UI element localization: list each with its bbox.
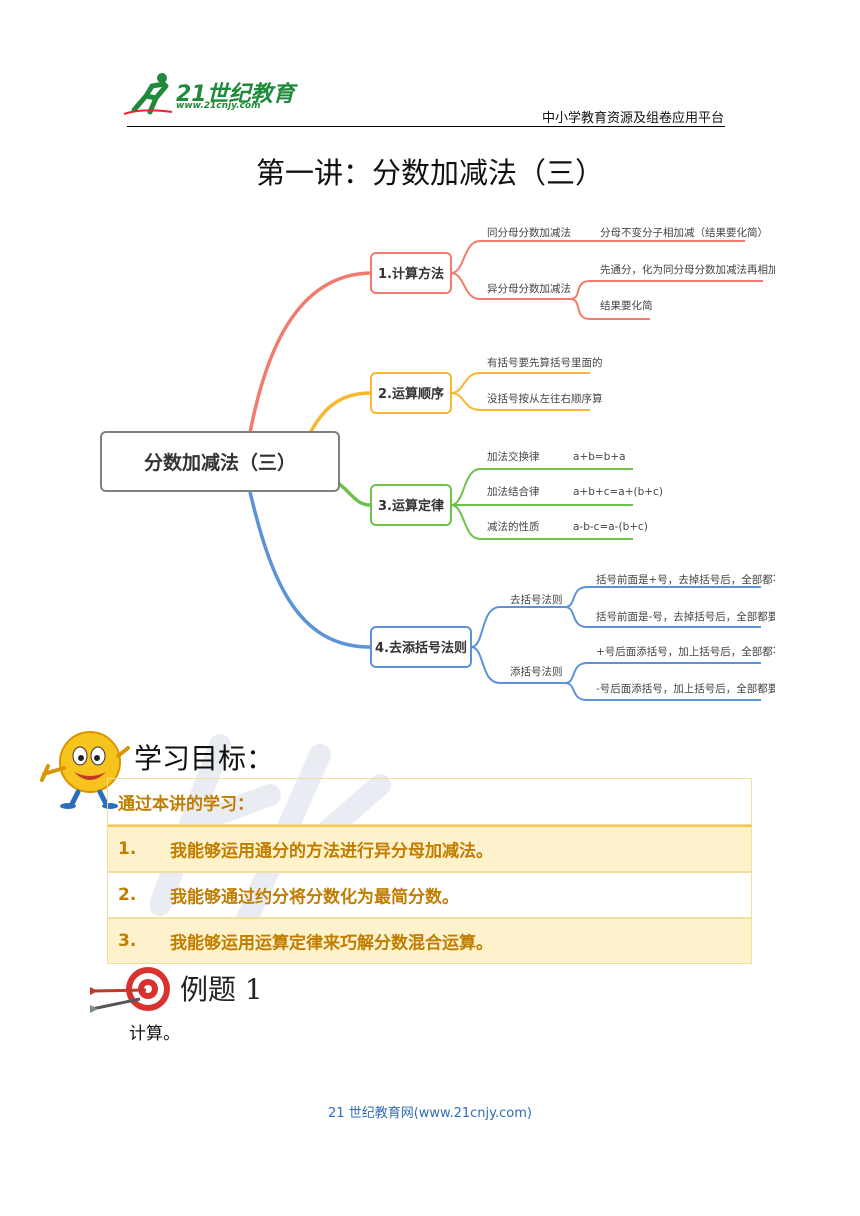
b4-leaf-1: 括号前面是+号，去掉括号后，全部都不变 <box>596 573 775 586</box>
b1-leaf-3: 结果要化简 <box>600 299 653 312</box>
goal-row-3: 3. 我能够运用运算定律来巧解分数混合运算。 <box>107 918 752 964</box>
branch-label-3: 3.运算定律 <box>378 498 444 514</box>
b3-leaf-2: a+b+c=a+(b+c) <box>573 486 663 498</box>
root-label: 分数加减法（三） <box>144 451 296 474</box>
smiley-mascot-icon <box>40 731 130 809</box>
example-prompt: 计算。 <box>129 1024 180 1044</box>
platform-label: 中小学教育资源及组卷应用平台 <box>542 111 725 126</box>
goals-table: 通过本讲的学习： 1. 我能够运用通分的方法进行异分母加减法。 2. 我能够通过… <box>107 778 752 964</box>
b1-child-1: 同分母分数加减法 <box>487 226 571 239</box>
root-node <box>100 431 340 492</box>
runner-logo-icon <box>123 73 173 115</box>
goals-intro-row: 通过本讲的学习： <box>107 778 752 825</box>
b4-leaf-2: 括号前面是-号，去掉括号后，全部都要变 <box>596 610 775 623</box>
b3-child-1: 加法交换律 <box>487 450 540 463</box>
b1-leaf-1: 分母不变分子相加减（结果要化简） <box>600 226 768 239</box>
branch-connector-1 <box>248 271 371 434</box>
example-title: 例题 1 <box>180 973 263 1006</box>
goal-text-2: 我能够通过约分将分数化为最简分数。 <box>170 887 459 908</box>
branch-label-2: 2.运算顺序 <box>378 386 444 402</box>
b4-child-1: 去括号法则 <box>510 593 563 606</box>
goal-num-3: 3. <box>118 931 137 951</box>
goal-num-1: 1. <box>118 839 137 859</box>
goal-text-1: 我能够运用通分的方法进行异分母加减法。 <box>170 841 493 862</box>
logo-url: www.21cnjy.com <box>176 101 261 111</box>
mind-map: 分数加减法（三） 1.计算方法 同分母分数加减法 异分母分数加减法 分母不变分子… <box>100 226 775 701</box>
b2-child-2: 没括号按从左往右顺序算 <box>487 392 603 405</box>
b3-leaf-1: a+b=b+a <box>573 451 626 463</box>
branch-connector-3 <box>334 479 371 507</box>
goal-text-3: 我能够运用运算定律来巧解分数混合运算。 <box>170 933 493 954</box>
goal-num-2: 2. <box>118 885 137 905</box>
b1-leaf-2: 先通分，化为同分母分数加减法再相加减 <box>600 263 775 276</box>
b1-child-2: 异分母分数加减法 <box>487 282 571 295</box>
page-title: 第一讲：分数加减法（三） <box>255 156 604 190</box>
b3-child-2: 加法结合律 <box>487 485 540 498</box>
b2-child-1: 有括号要先算括号里面的 <box>487 356 603 369</box>
target-arrow-icon <box>90 967 170 1013</box>
branch-connector-4 <box>248 491 371 649</box>
b3-leaf-3: a-b-c=a-(b+c) <box>573 521 648 533</box>
logo <box>122 70 302 118</box>
goals-heading: 学习目标： <box>134 742 275 775</box>
goal-row-1: 1. 我能够运用通分的方法进行异分母加减法。 <box>107 825 752 872</box>
footer-link[interactable]: 21 世纪教育网(www.21cnjy.com) <box>328 1106 532 1121</box>
b4-leaf-4: -号后面添括号，加上括号后，全部都要变 <box>596 682 775 695</box>
b4-child-2: 添括号法则 <box>510 665 563 678</box>
b3-child-3: 减法的性质 <box>487 520 540 533</box>
logo-text: 21世纪教育 <box>176 82 295 107</box>
goal-row-2: 2. 我能够通过约分将分数化为最简分数。 <box>107 872 752 918</box>
branch-label-4: 4.去添括号法则 <box>375 640 467 656</box>
header-divider <box>127 126 725 127</box>
branch-label-1: 1.计算方法 <box>378 266 444 282</box>
branch-connector-2 <box>308 391 371 434</box>
b4-leaf-3: +号后面添括号，加上括号后，全部都不变 <box>596 645 775 658</box>
goals-intro: 通过本讲的学习： <box>118 794 254 814</box>
